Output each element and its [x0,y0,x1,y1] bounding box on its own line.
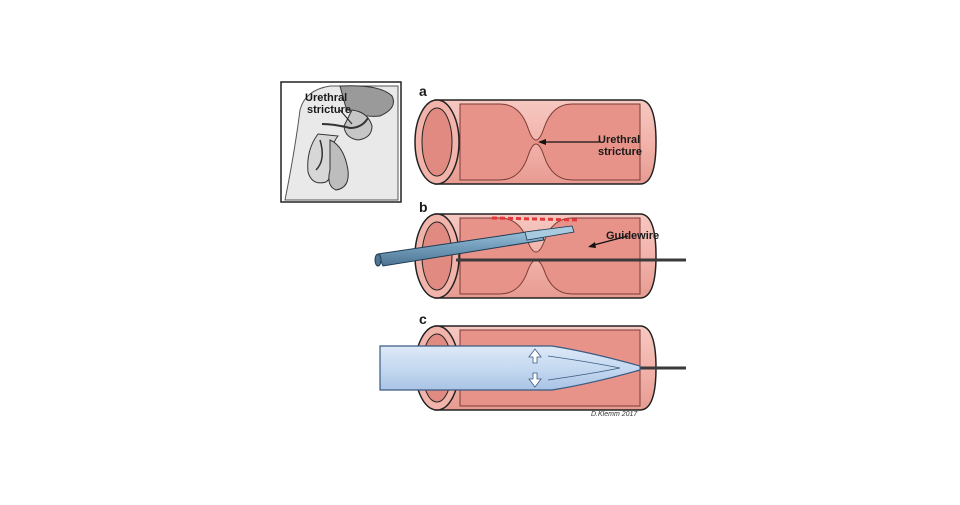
anatomy-inset: Urethral stricture [280,81,402,203]
guidewire-label: Guidewire [606,230,659,242]
panel-a-label-line1: Urethral [598,134,640,146]
dilation-arrow-up-icon [528,348,542,364]
panel-a-letter: a [419,83,427,99]
panel-c-letter: c [419,311,427,327]
inset-label-line1: Urethral [305,92,347,104]
dilator-sheath [379,345,641,391]
panel-c: c D.Klemm 2017 [379,311,686,418]
artist-signature: D.Klemm 2017 [591,411,638,418]
inset-label-line2: stricture [307,104,351,116]
panel-b: b Guidewire [374,199,686,299]
incision-mark [491,216,581,222]
urethrotome-scope [374,225,575,267]
panel-a-label-line2: stricture [598,146,642,158]
dilation-arrow-down-icon [528,372,542,388]
panel-b-letter: b [419,199,428,215]
panel-a: a Urethral stricture [414,83,657,185]
